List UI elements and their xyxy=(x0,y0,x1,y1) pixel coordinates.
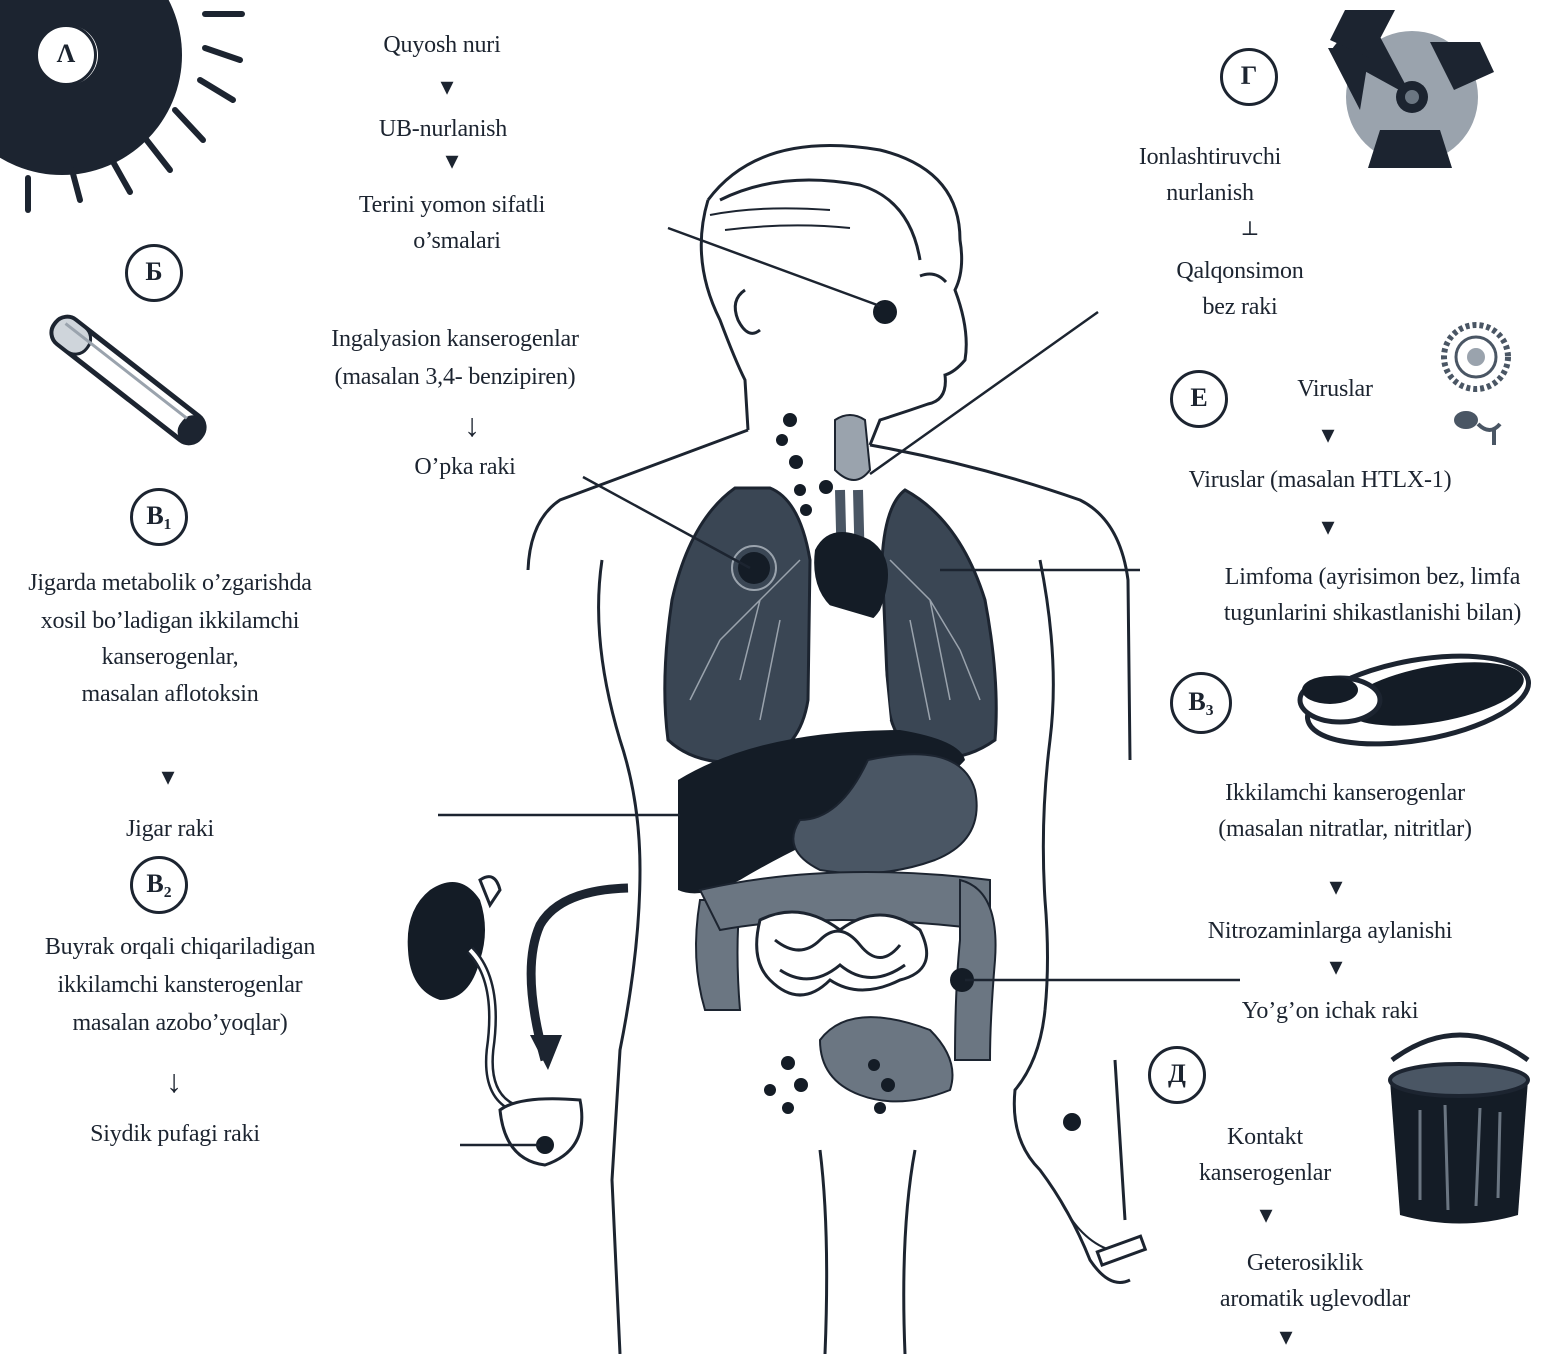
virus-htlv-label: Viruslar (masalan HTLX-1) xyxy=(1150,463,1490,498)
thyroid-cancer-label-1: Qalqonsimon xyxy=(1150,254,1330,289)
sun-icon xyxy=(0,0,242,210)
liver-label-2: xosil bo’ladigan ikkilamchi xyxy=(10,604,330,639)
contact-label-1: Kontakt xyxy=(1200,1120,1330,1155)
badge-viruses: E xyxy=(1170,370,1228,428)
nitrosamine-label: Nitrozaminlarga aylanishi xyxy=(1170,914,1490,949)
inhalation-label-2: (masalan 3,4- benzipiren) xyxy=(290,360,620,395)
hand-tumor-mark xyxy=(1063,1113,1081,1131)
thyroid-cancer-label-2: bez raki xyxy=(1170,290,1310,325)
badge-food-carcinogens: B₃ xyxy=(1170,672,1232,734)
kidney-bladder-figure xyxy=(408,877,628,1165)
kidney-label-1: Buyrak orqali chiqariladigan xyxy=(10,930,350,965)
badge-liver-carcinogens: B₁ xyxy=(130,488,188,546)
tar-bucket-icon xyxy=(1390,1035,1528,1224)
bladder-cancer-label: Siydik pufagi raki xyxy=(60,1117,290,1152)
arrow-down-4: ▾ xyxy=(158,762,178,792)
contact-label-2: kanserogenlar xyxy=(1180,1156,1350,1191)
processed-food-icon xyxy=(1300,641,1535,759)
arrow-down-9: ▾ xyxy=(1326,872,1346,902)
liver-label-1: Jigarda metabolik o’zgarishda xyxy=(0,566,340,601)
arrow-down-2: ▾ xyxy=(442,146,462,176)
radiation-icon xyxy=(1328,10,1494,168)
arrow-down-1: ▾ xyxy=(437,72,457,102)
kidney-label-3: masalan azobo’yoqlar) xyxy=(20,1006,340,1041)
viruses-label: Viruslar xyxy=(1270,372,1400,407)
radiation-label-1: Ionlashtiruvchi xyxy=(1120,140,1300,175)
arrow-down-7: ▾ xyxy=(1318,420,1338,450)
radiation-label-2: nurlanish xyxy=(1140,176,1280,211)
aromatic-label-1: Geterosiklik xyxy=(1240,1246,1370,1281)
badge-radiation: Γ xyxy=(1220,48,1278,106)
virus-icon xyxy=(1444,325,1508,389)
liver-label-3: kanserogenlar, xyxy=(60,640,280,675)
bacteriophage-icon xyxy=(1454,411,1500,445)
badge-smoking: Б xyxy=(125,244,183,302)
lymphoma-label-1: Limfoma (ayrisimon bez, limfa xyxy=(1195,560,1550,595)
liver-label-4: masalan aflotoksin xyxy=(40,677,300,712)
uv-radiation-label: UB-nurlanish xyxy=(358,112,528,147)
aromatic-label-2: aromatik uglevodlar xyxy=(1200,1282,1430,1317)
arrow-down-12: ▾ xyxy=(1276,1322,1296,1352)
arrow-down-8: ▾ xyxy=(1318,512,1338,542)
skin-cancer-label-1: Terini yomon sifatli xyxy=(332,188,572,223)
intestines-figure xyxy=(696,872,996,1114)
lung-cancer-label: O’pka raki xyxy=(390,450,540,485)
arrow-down-3: ↓ xyxy=(460,410,484,440)
colon-cancer-label: Yo’g’on ichak raki xyxy=(1210,994,1450,1029)
inhalation-label-1: Ingalyasion kanserogenlar xyxy=(290,322,620,357)
badge-kidney-carcinogens: B₂ xyxy=(130,856,188,914)
arrow-down-11: ▾ xyxy=(1256,1200,1276,1230)
secondary-carcinogens-label-2: (masalan nitratlar, nitritlar) xyxy=(1190,812,1500,847)
arrow-down-10: ▾ xyxy=(1326,952,1346,982)
sunlight-label: Quyosh nuri xyxy=(372,28,512,63)
badge-contact: Д xyxy=(1148,1046,1206,1104)
arrow-down-5: ↓ xyxy=(162,1066,186,1096)
badge-sunlight: Λ xyxy=(35,24,97,86)
secondary-carcinogens-label-1: Ikkilamchi kanserogenlar xyxy=(1190,776,1500,811)
cigarette-icon xyxy=(46,312,211,450)
arrow-down-6: ⊥ xyxy=(1240,214,1260,244)
lymphoma-label-2: tugunlarini shikastlanishi bilan) xyxy=(1195,596,1550,631)
kidney-label-2: ikkilamchi kansterogenlar xyxy=(20,968,340,1003)
liver-cancer-label: Jigar raki xyxy=(100,812,240,847)
skin-cancer-label-2: o’smalari xyxy=(372,224,542,259)
